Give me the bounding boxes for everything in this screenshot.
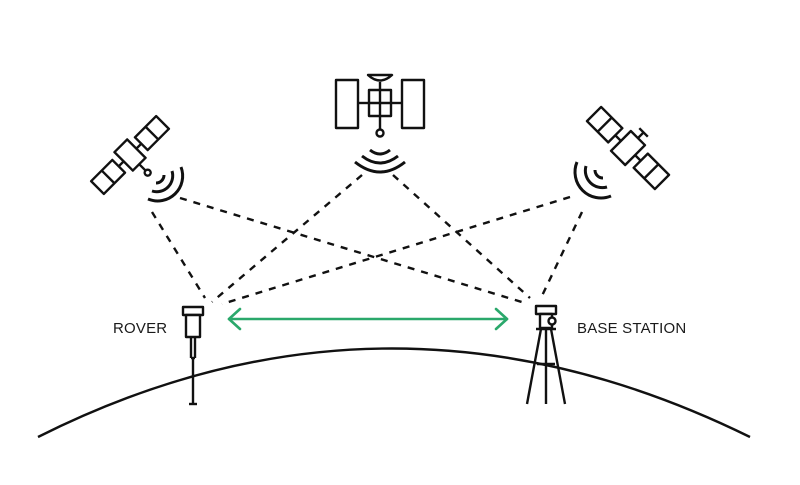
base-station-label: BASE STATION (577, 320, 687, 337)
signal-line-center-sat-to-base (392, 174, 531, 299)
baseline-arrow (227, 307, 509, 331)
tripod-base-station-icon (525, 304, 567, 405)
signal-line-right-sat-to-base (538, 211, 584, 301)
arrowhead-right (494, 307, 509, 331)
satellite-center-icon (334, 73, 426, 174)
rover-pole-icon (181, 305, 205, 406)
signal-line-right-sat-to-rover (221, 195, 571, 306)
earth-surface-arc (37, 347, 751, 439)
signal-lines (150, 174, 584, 306)
signal-line-center-sat-to-rover (211, 174, 363, 303)
arrowhead-left (227, 307, 242, 331)
satellite-left-icon (89, 114, 185, 203)
satellite-right-icon (573, 105, 671, 200)
signal-line-left-sat-to-base (179, 196, 526, 305)
signal-line-left-sat-to-rover (150, 211, 207, 299)
rover-label: ROVER (113, 320, 168, 337)
